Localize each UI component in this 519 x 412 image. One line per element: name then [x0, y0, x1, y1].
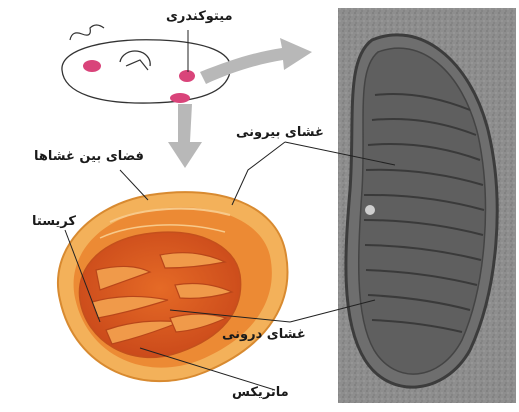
electron-micrograph — [338, 8, 516, 403]
label-cristae: کریستا — [32, 215, 76, 228]
leader-intermembrane — [120, 170, 148, 200]
cell-mitochondrion — [83, 60, 101, 72]
leader-outer-membrane — [232, 142, 285, 205]
arrow-to-model — [168, 104, 202, 168]
label-intermembrane-space: فضای بین غشاها — [34, 150, 144, 163]
mitochondrion-model — [58, 192, 287, 381]
label-inner-membrane: غشای درونی — [222, 328, 306, 341]
label-matrix: ماتریکس — [232, 386, 289, 399]
cell-sketch — [62, 25, 231, 103]
label-mitochondria: میتوکندری — [166, 10, 233, 23]
cell-mitochondrion — [170, 93, 190, 103]
cell-mitochondrion — [179, 70, 195, 82]
label-outer-membrane: غشای بیرونی — [236, 126, 324, 139]
